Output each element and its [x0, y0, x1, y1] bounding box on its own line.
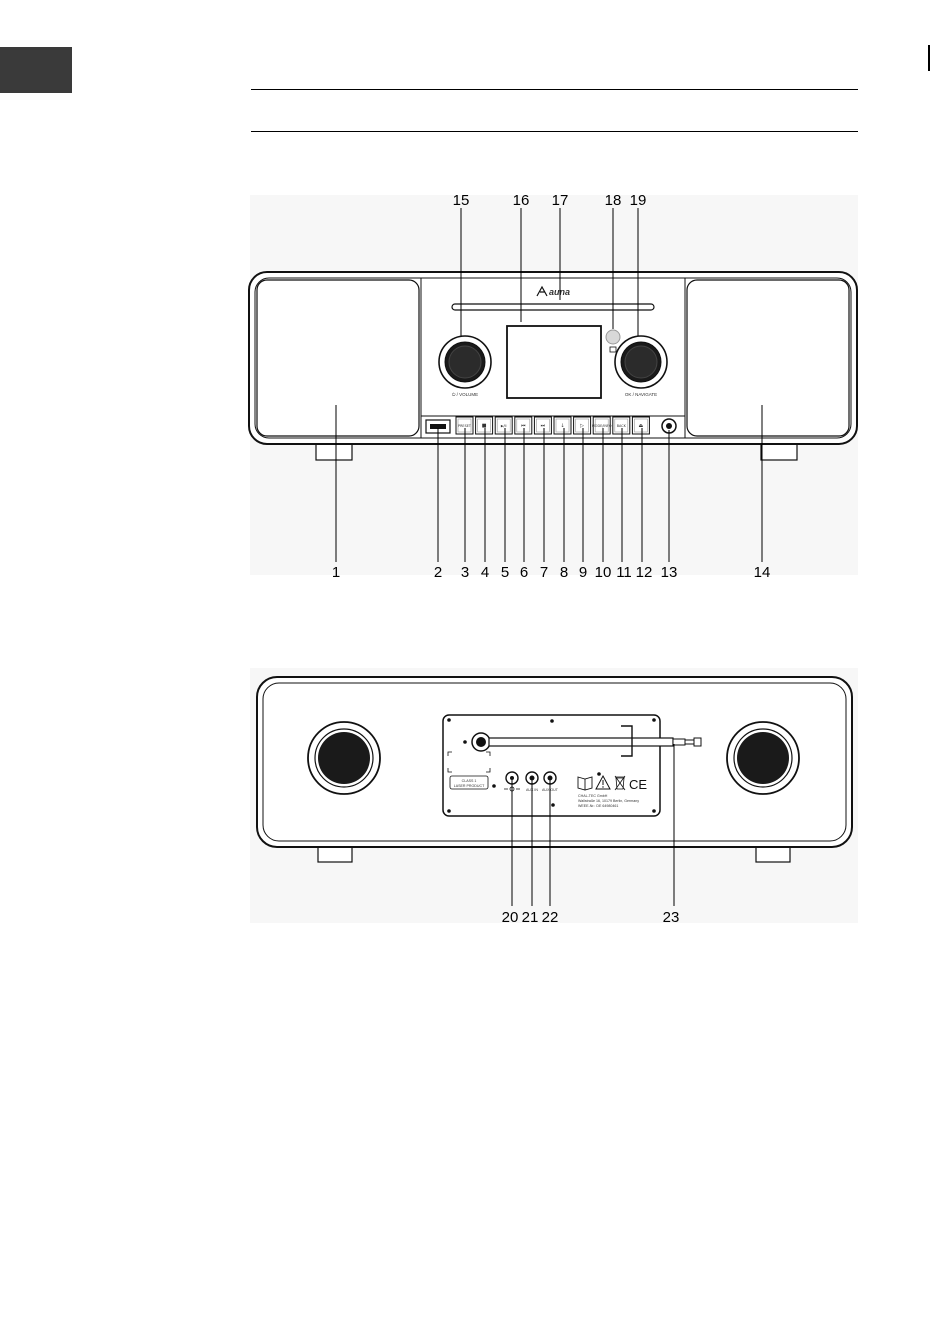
- callout-16: 16: [513, 192, 530, 209]
- mode-info-button-label: MODE/INFO: [592, 424, 612, 428]
- callout-14: 14: [754, 564, 771, 581]
- callout-22: 22: [542, 909, 559, 926]
- bass-port-right: [727, 722, 799, 794]
- play-pause-button: ▶/II: [495, 417, 512, 434]
- rear-view: CLASS 1 LASER PRODUCT AUX IN AUX OUT: [257, 677, 852, 862]
- info-line-2: Wallstraße 16, 10179 Berlin, Germany: [578, 799, 639, 803]
- callout-12: 12: [636, 564, 653, 581]
- back-button-label: BACK: [617, 424, 627, 428]
- callout-9: 9: [579, 564, 587, 581]
- ir-sensor: [606, 330, 620, 344]
- callout-18: 18: [605, 192, 622, 209]
- callout-4: 4: [481, 564, 489, 581]
- volume-knob-label: ⏻ / VOLUME: [452, 392, 478, 397]
- eject-button: ⏏: [632, 417, 649, 434]
- callout-7: 7: [540, 564, 548, 581]
- callout-5: 5: [501, 564, 509, 581]
- callout-2: 2: [434, 564, 442, 581]
- next-button-label: ⏭: [541, 423, 546, 429]
- play-button-label: ▷: [580, 423, 584, 429]
- stop-button-label: ■: [482, 423, 487, 429]
- callout-21: 21: [522, 909, 539, 926]
- svg-text:CLASS 1: CLASS 1: [462, 779, 477, 783]
- callout-3: 3: [461, 564, 469, 581]
- bass-port-left: [308, 722, 380, 794]
- front-view: auna ⏻ / VOLUME OK / NAVIGATE PRESET■▶/I…: [249, 272, 857, 460]
- radio-cabinet-front: [249, 272, 857, 444]
- callout-10: 10: [595, 564, 612, 581]
- svg-text:LASER PRODUCT: LASER PRODUCT: [454, 784, 485, 788]
- callout-13: 13: [661, 564, 678, 581]
- info-line-3: WEEE-Nr.: DE 64980461: [578, 804, 618, 808]
- info-line-1: CHAL-TEC GmbH: [578, 794, 608, 798]
- stop-button: ■: [476, 417, 493, 434]
- prev-button: ⏮: [515, 417, 532, 434]
- callout-1: 1: [332, 564, 340, 581]
- navigate-knob-label: OK / NAVIGATE: [625, 392, 657, 397]
- ce-mark: CE: [629, 777, 647, 792]
- callout-19: 19: [630, 192, 647, 209]
- back-button: BACK: [613, 417, 630, 434]
- callout-11: 11: [616, 564, 632, 581]
- eject-button-label: ⏏: [639, 423, 644, 429]
- callout-15: 15: [453, 192, 470, 209]
- callout-20: 20: [502, 909, 519, 926]
- play-button: ▷: [574, 417, 591, 434]
- callout-23: 23: [663, 909, 680, 926]
- navigate-knob: [615, 336, 667, 388]
- down-button: ↓: [554, 417, 571, 434]
- volume-knob: [439, 336, 491, 388]
- next-button: ⏭: [534, 417, 551, 434]
- callout-6: 6: [520, 564, 528, 581]
- mode-info-button: MODE/INFO: [592, 417, 612, 434]
- callout-8: 8: [560, 564, 568, 581]
- play-pause-button-label: ▶/II: [501, 424, 507, 428]
- callout-17: 17: [552, 192, 569, 209]
- preset-button-label: PRESET: [458, 424, 472, 428]
